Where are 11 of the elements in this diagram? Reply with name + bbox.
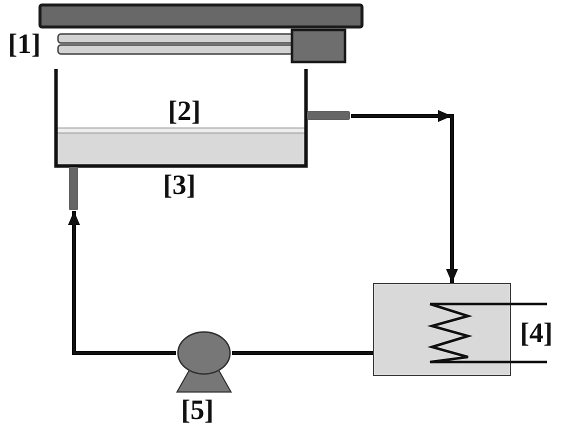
pump-symbol: [176, 331, 232, 393]
callout-number: [2]: [168, 98, 201, 126]
water-tank: [53, 67, 351, 211]
pipe-line: [232, 351, 373, 355]
callout-number: [4]: [520, 320, 553, 348]
flow-arrow: [68, 211, 176, 355]
callout-number: [1]: [8, 31, 41, 59]
heat-exchanger-box: [373, 283, 511, 376]
callout-number: [5]: [181, 397, 214, 425]
callout-number: [3]: [163, 172, 196, 200]
flow-arrow: [351, 110, 458, 283]
